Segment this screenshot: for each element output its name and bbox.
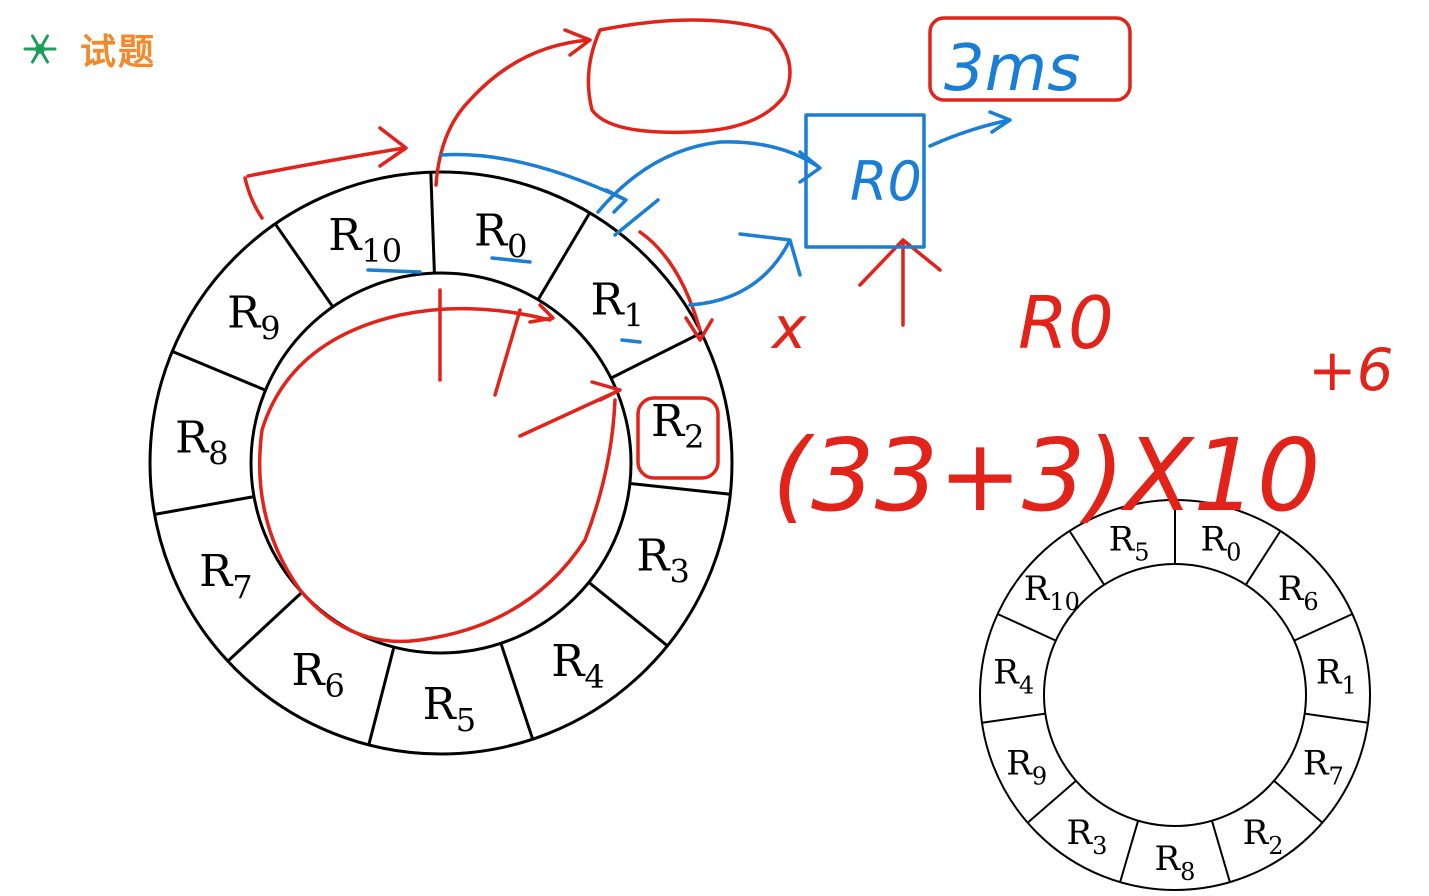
x-mark: x (770, 294, 807, 362)
disk-small-sector-label: R9 (1006, 744, 1047, 791)
disk-small-divider (997, 613, 1057, 642)
disk-small-divider (1119, 820, 1140, 883)
red-arrow-top-left (243, 126, 408, 220)
blue-underline-r1 (620, 338, 642, 344)
disk-large-sector-label: R4 (551, 636, 605, 696)
disk-small-sector-label: R10 (1024, 569, 1080, 616)
disk-large-divider (171, 350, 267, 392)
disk-large-divider (610, 331, 702, 380)
blue-box-r0 (804, 113, 926, 249)
red-inner-loop (257, 306, 617, 644)
disk-small-sector-label: R3 (1066, 813, 1107, 860)
blue-annotations: R0 3ms (366, 32, 1080, 344)
blue-slash (613, 198, 660, 237)
red-annotations: x R0 (33+3)X10 +6 (243, 16, 1394, 644)
disk-large-sector-label: R1 (590, 275, 644, 335)
red-box-3ms (928, 16, 1132, 102)
blue-arrow-top (440, 152, 628, 214)
disk-small-divider (1293, 613, 1353, 642)
disk-small-sector-label: R2 (1243, 813, 1284, 860)
disk-large-divider (429, 172, 436, 274)
disk-large-sector-label: R0 (474, 205, 528, 265)
red-arrow-r1 (638, 230, 714, 342)
disk-large-divider (367, 646, 396, 746)
time-label: 3ms (944, 32, 1080, 106)
disk-large-sector-label: R9 (227, 287, 281, 347)
red-tick-lines (438, 288, 622, 438)
disk-large-divider (499, 642, 535, 740)
red-oval (586, 18, 792, 135)
disk-large-divider (629, 482, 731, 496)
r0-mark: R0 (1018, 281, 1114, 365)
blue-curve-to-box (596, 140, 822, 214)
page-title: 试题 (80, 32, 157, 73)
disk-large-divider (226, 591, 303, 663)
disk-small-divider (981, 712, 1046, 724)
disk-large-inner-ring (249, 271, 633, 655)
red-curve-to-oval (434, 28, 592, 187)
disk-small-divider (1304, 712, 1369, 724)
disk-small-divider (1210, 820, 1231, 883)
header: 试题 (22, 24, 156, 74)
disk-small-sector-label: R5 (1109, 520, 1150, 567)
disk-small-sector-label: R1 (1316, 653, 1357, 700)
disk-small-sector-label: R7 (1303, 744, 1344, 791)
disk-small-sector-label: R0 (1200, 520, 1241, 567)
disk-large-sector-label: R2 (651, 396, 705, 456)
disk-large-divider (587, 581, 669, 647)
blue-curve-r1 (688, 232, 802, 307)
disk-small-sector-label: R4 (993, 653, 1034, 700)
disk-small-divider (1026, 780, 1077, 824)
disk-large-divider (536, 212, 591, 301)
disk-small-sector-label: R8 (1155, 839, 1196, 886)
disk-large-sector-label: R3 (636, 531, 690, 591)
blue-underline-r0 (490, 256, 532, 264)
disk-large-divider (154, 495, 255, 516)
disk-small-divider (1244, 530, 1282, 586)
disk-small-inner-ring (1043, 563, 1307, 827)
red-box-r2 (636, 396, 720, 480)
exponent: +6 (1308, 336, 1394, 404)
disk-large-sector-label: R6 (291, 645, 345, 705)
disk-small-divider (1068, 530, 1106, 586)
processor-label: R0 (850, 150, 922, 213)
red-up-arrow (858, 238, 942, 327)
disk-large-sector-label: R5 (423, 679, 477, 739)
disk-large-sector-label: R7 (199, 546, 253, 606)
disk-large-sector-label: R10 (328, 210, 402, 270)
disk-large-sector-label: R8 (175, 413, 229, 473)
disk-small-sector-label: R6 (1278, 569, 1319, 616)
disk-large-divider (273, 222, 335, 308)
blue-arrow-to-3ms (928, 110, 1012, 148)
blue-underline-r10 (366, 268, 422, 274)
formula: (33+3)X10 (772, 417, 1320, 534)
snowflake-icon (23, 34, 57, 64)
disk-large-outer-ring (148, 170, 734, 756)
disk-small-divider (1273, 780, 1324, 824)
